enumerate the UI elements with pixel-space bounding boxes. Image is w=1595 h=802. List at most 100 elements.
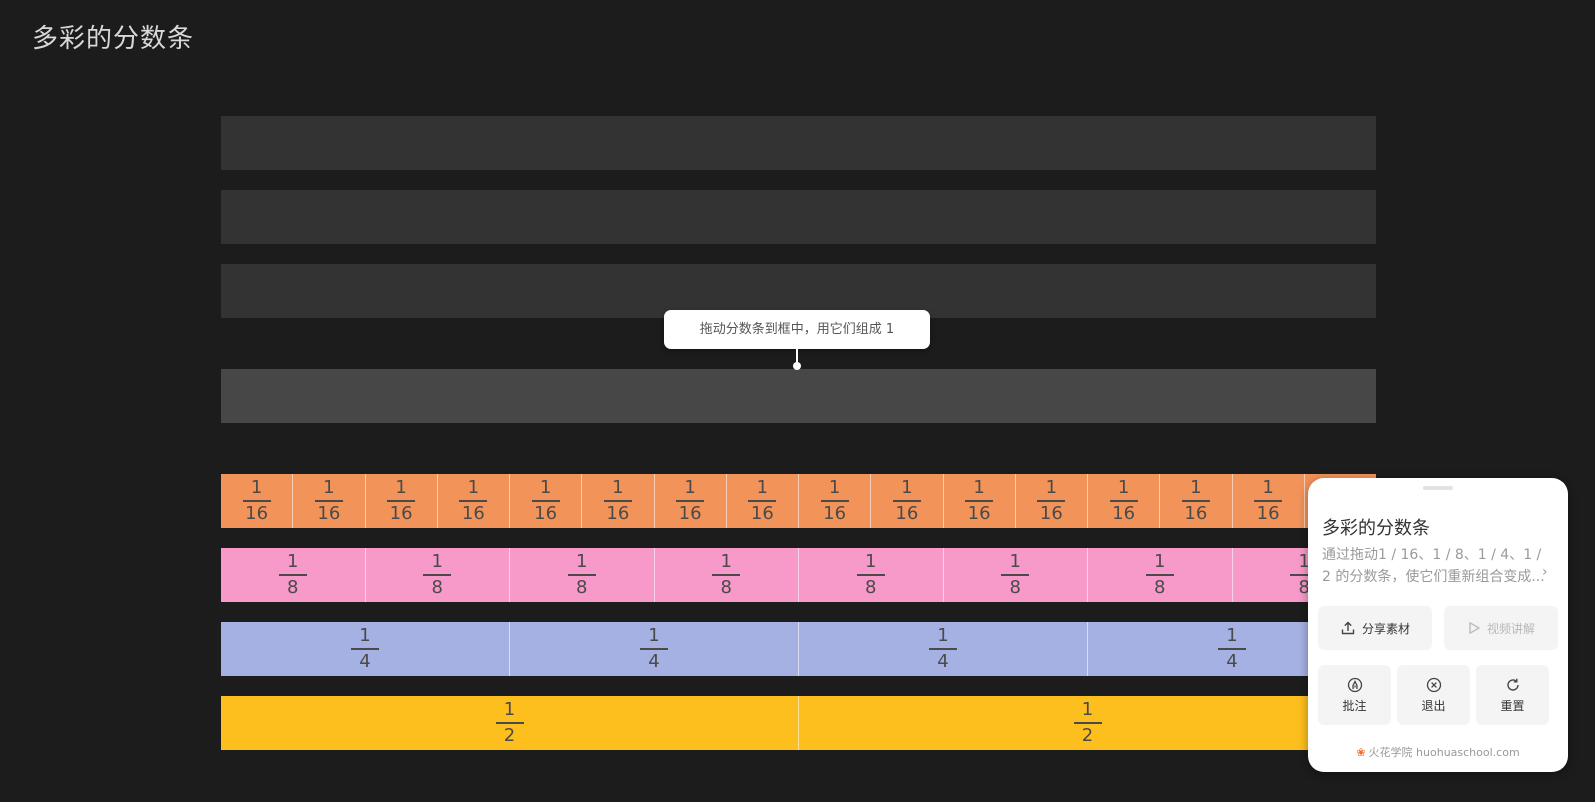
fraction-line	[676, 500, 705, 502]
chevron-right-icon[interactable]: ›	[1542, 564, 1548, 580]
fraction-denominator: 8	[1154, 577, 1166, 598]
fraction-line	[640, 648, 668, 650]
fraction-denominator: 16	[823, 503, 847, 524]
fraction-denominator: 4	[1226, 651, 1238, 672]
fraction-denominator: 16	[1256, 503, 1280, 524]
fraction-denominator: 8	[720, 577, 732, 598]
fraction-numerator: 1	[1226, 625, 1238, 646]
fraction-numerator: 1	[720, 551, 732, 572]
fraction-numerator: 1	[431, 551, 443, 572]
fraction-line	[278, 574, 307, 576]
fraction-denominator: 16	[1184, 503, 1208, 524]
share-material-button[interactable]: 分享素材	[1318, 606, 1432, 650]
fraction-denominator: 4	[937, 651, 949, 672]
fraction-numerator: 1	[395, 477, 407, 498]
fraction-denominator: 16	[461, 503, 485, 524]
reset-button[interactable]: 重置	[1476, 665, 1549, 725]
fraction-numerator: 1	[250, 477, 263, 498]
fraction-line	[1145, 574, 1174, 576]
fraction-line	[1001, 574, 1030, 576]
exit-button[interactable]: 退出	[1397, 665, 1470, 725]
fraction-numerator: 1	[1117, 477, 1130, 498]
fraction-line	[1254, 500, 1283, 502]
drop-slot-target[interactable]	[221, 369, 1376, 423]
panel-drag-handle[interactable]	[1423, 486, 1453, 490]
instruction-tooltip: 拖动分数条到框中，用它们组成 1	[664, 310, 930, 349]
fraction-line	[423, 574, 452, 576]
annotate-button[interactable]: 批注	[1318, 665, 1391, 725]
fraction-line	[387, 500, 416, 502]
close-circle-icon	[1426, 677, 1442, 693]
video-explain-button[interactable]: 视频讲解	[1444, 606, 1558, 650]
fraction-line	[1109, 500, 1138, 502]
fraction-numerator: 1	[937, 625, 949, 646]
drop-slot-1[interactable]	[221, 116, 1376, 170]
fraction-line	[856, 574, 885, 576]
fraction-line	[1218, 648, 1246, 650]
fraction-numerator: 1	[612, 477, 624, 498]
fraction-numerator: 1	[901, 477, 913, 498]
fraction-numerator: 1	[1298, 551, 1310, 572]
fraction-line	[892, 500, 921, 502]
drop-slot-3[interactable]	[221, 264, 1376, 318]
exit-label: 退出	[1421, 698, 1446, 713]
panel-description[interactable]: 通过拖动1 / 16、1 / 8、1 / 4、1 / 2 的分数条，使它们重新组…	[1322, 547, 1545, 585]
fraction-numerator: 1	[648, 625, 660, 646]
fraction-denominator: 8	[431, 577, 443, 598]
fraction-denominator: 8	[1298, 577, 1310, 598]
fraction-line	[1181, 500, 1210, 502]
tooltip-stem	[796, 349, 798, 365]
fraction-numerator: 1	[865, 551, 877, 572]
fraction-numerator: 1	[1009, 551, 1021, 572]
fraction-numerator: 1	[323, 477, 335, 498]
flame-logo-icon: ❀	[1356, 746, 1366, 759]
drop-slot-2[interactable]	[221, 190, 1376, 244]
fraction-line	[567, 574, 596, 576]
fraction-line	[712, 574, 741, 576]
info-panel: 多彩的分数条 通过拖动1 / 16、1 / 8、1 / 4、1 / 2 的分数条…	[1308, 478, 1568, 772]
